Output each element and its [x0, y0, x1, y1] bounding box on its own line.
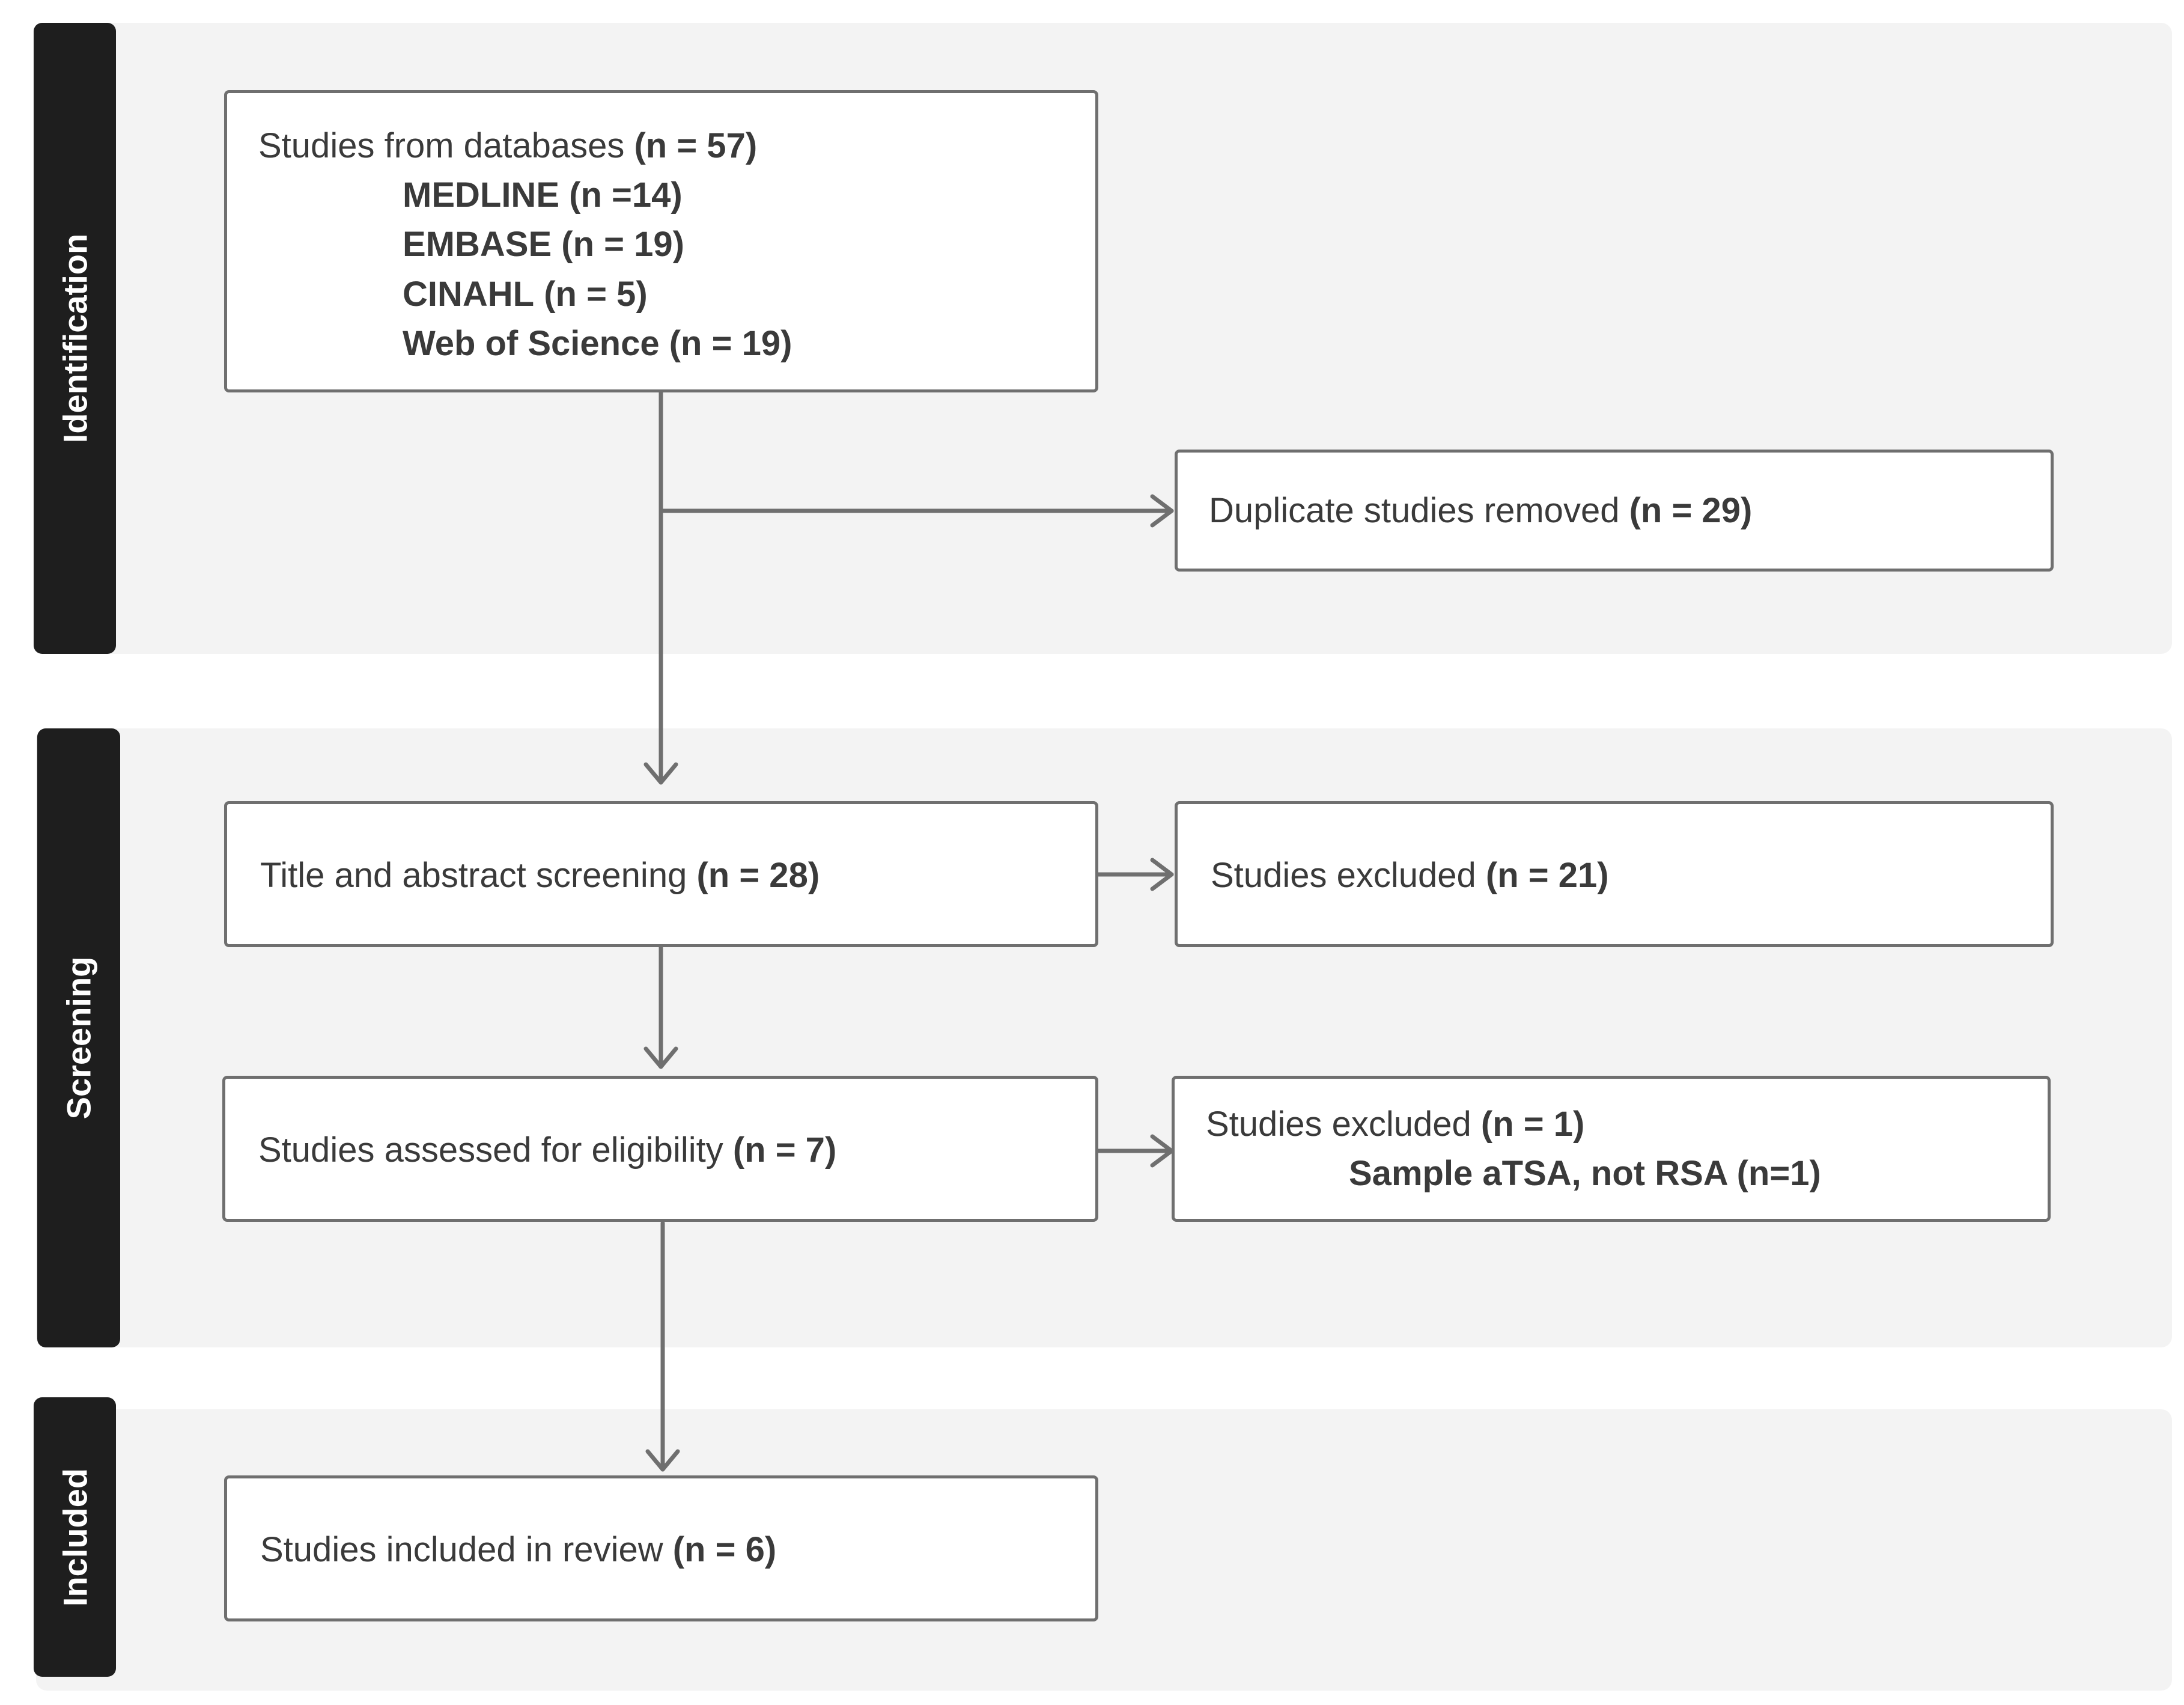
identification-sidebar: Identification — [34, 23, 116, 654]
included-sidebar: Included — [34, 1397, 116, 1677]
excluded-screening-text: Studies excluded — [1211, 856, 1476, 895]
eligibility-box: Studies assessed for eligibility (n = 7) — [222, 1076, 1098, 1222]
excluded-screening-count: (n = 21) — [1485, 856, 1609, 895]
eligibility-text: Studies assessed for eligibility — [258, 1130, 723, 1170]
arrowhead-to-eligibility — [643, 1046, 678, 1069]
duplicates-count: (n = 29) — [1629, 491, 1753, 530]
excluded-eligibility-reason: Sample aTSA, not RSA (n=1) — [1349, 1154, 1821, 1193]
source-web-of-science: Web of Science (n = 19) — [403, 324, 792, 363]
databases-box: Studies from databases (n = 57) MEDLINE … — [224, 90, 1098, 392]
databases-text: Studies from databases — [258, 126, 625, 165]
included-text: Studies included in review — [260, 1530, 663, 1569]
excluded-screening-box: Studies excluded (n = 21) — [1175, 801, 2054, 947]
arrowhead-to-duplicates — [1150, 494, 1174, 528]
arrowhead-to-excluded-screening — [1150, 858, 1174, 891]
duplicates-text: Duplicate studies removed — [1209, 491, 1620, 530]
title-abstract-box: Title and abstract screening (n = 28) — [224, 801, 1098, 947]
source-embase: EMBASE (n = 19) — [403, 225, 684, 264]
databases-count: (n = 57) — [634, 126, 758, 165]
screening-sidebar: Screening — [37, 728, 120, 1347]
arrowhead-to-included — [645, 1449, 680, 1472]
duplicates-box: Duplicate studies removed (n = 29) — [1175, 450, 2054, 572]
databases-line: Studies from databases (n = 57) — [258, 121, 757, 171]
included-count: (n = 6) — [672, 1530, 777, 1569]
arrowhead-to-title-screening — [643, 762, 678, 785]
excluded-eligibility-count: (n = 1) — [1480, 1105, 1585, 1144]
title-abstract-text: Title and abstract screening — [260, 856, 687, 895]
source-medline: MEDLINE (n =14) — [403, 175, 683, 215]
excluded-eligibility-box: Studies excluded (n = 1) Sample aTSA, no… — [1172, 1076, 2051, 1222]
excluded-eligibility-text: Studies excluded — [1206, 1105, 1471, 1144]
eligibility-count: (n = 7) — [732, 1130, 837, 1170]
included-box: Studies included in review (n = 6) — [224, 1475, 1098, 1621]
source-cinahl: CINAHL (n = 5) — [403, 275, 648, 314]
title-abstract-count: (n = 28) — [696, 856, 820, 895]
